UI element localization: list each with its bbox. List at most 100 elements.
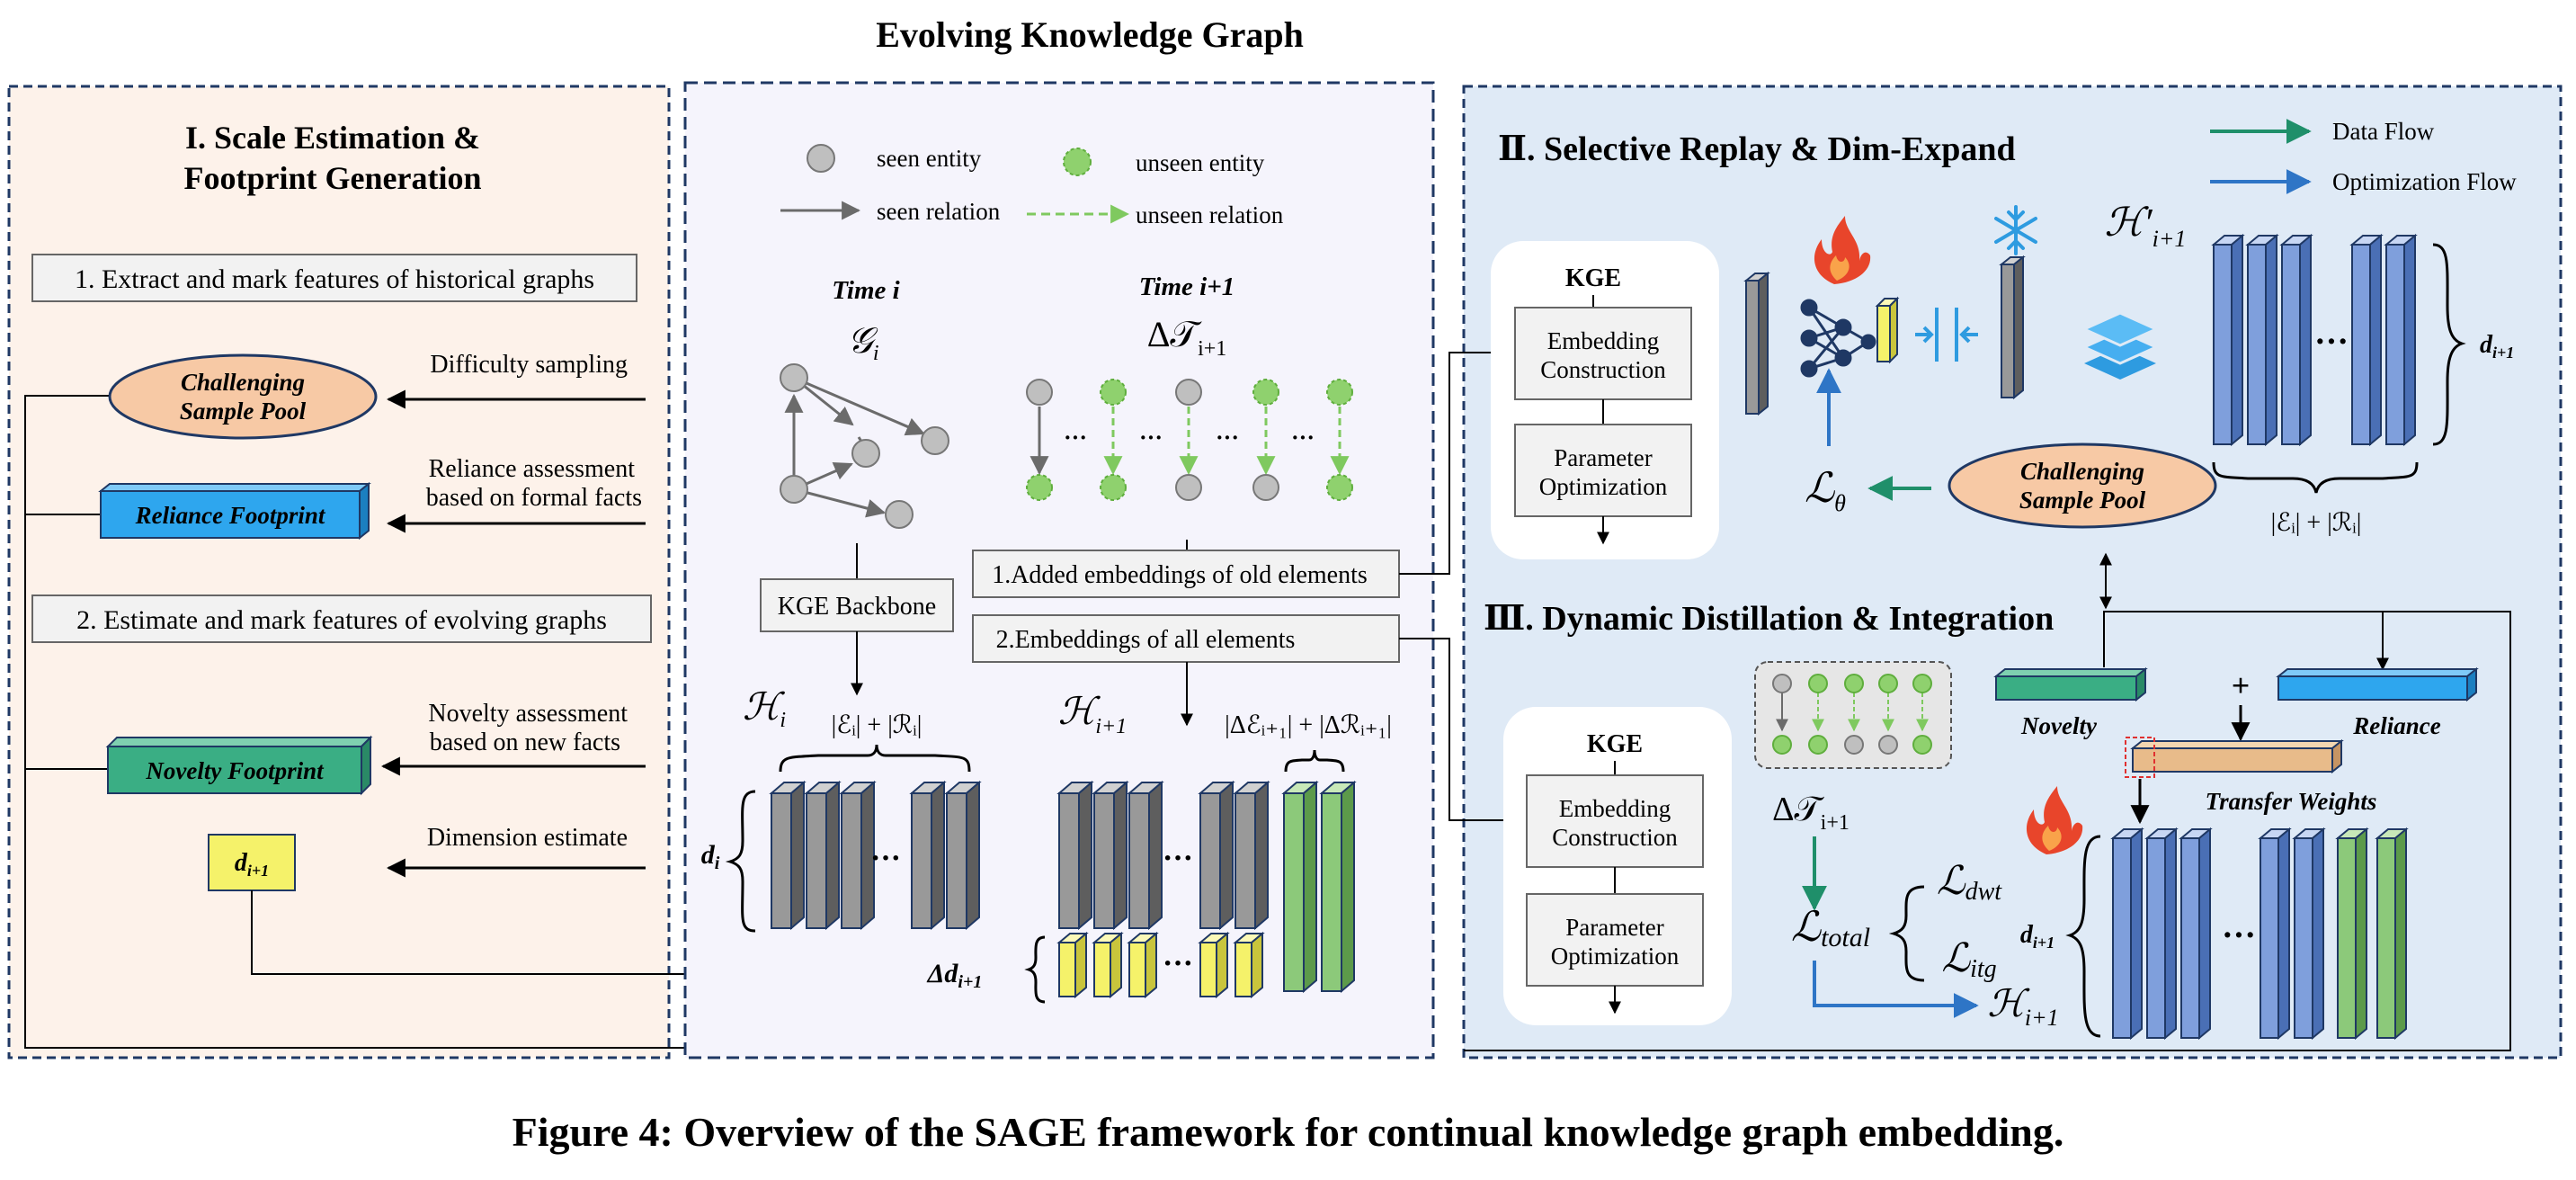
embedding-column-new (2335, 827, 2369, 1041)
svg-text:ℒtotal: ℒtotal (1791, 904, 1870, 952)
challenging-sample-pool-2 (1948, 442, 2217, 529)
matrix-dots: ··· (1163, 842, 1193, 875)
svg-text:ℋi+1: ℋi+1 (1058, 692, 1127, 738)
dimension-box (208, 834, 296, 891)
all-embeddings-label: 2.Embeddings of all elements (996, 626, 1296, 654)
embedding-column (1056, 780, 1094, 931)
legend-optimization-flow: Optimization Flow (2332, 168, 2517, 195)
parameter-optimization-box (1514, 424, 1692, 517)
legend-seen-entity: seen entity (877, 145, 982, 172)
embedding-column (2211, 233, 2245, 447)
reliance-footprint-label: Reliance Footprint (135, 502, 326, 529)
svg-text:di+1: di+1 (2020, 921, 2055, 952)
reliance-assessment-line2: based on formal facts (426, 484, 642, 512)
loss-itg-sub: itg (1970, 955, 1997, 983)
parameter-optimization2-line1: Parameter (1565, 914, 1663, 941)
embedding-column-new (2375, 827, 2409, 1041)
delta-d-sub: i+1 (958, 972, 982, 992)
embedding-column (2292, 827, 2326, 1041)
figure-caption: Figure 4: Overview of the SAGE framework… (512, 1109, 2064, 1155)
added-embeddings-label: 1.Added embeddings of old elements (992, 561, 1368, 589)
h-prime: ℋ′ (2105, 201, 2153, 245)
entity-node (1326, 474, 1353, 501)
size-delta-label: |Δℰᵢ₊₁| + |Δℛᵢ₊₁| (1225, 711, 1392, 739)
svg-text:ℒθ: ℒθ (1805, 465, 1846, 516)
entity-node (1100, 474, 1127, 501)
embedding-column-expand (1233, 931, 1265, 999)
delta-t-3-sub: i+1 (1821, 811, 1850, 835)
embedding-column (944, 780, 982, 931)
delta-t-3: Δ𝒯 (1772, 791, 1824, 828)
loss-theta: ℒ (1805, 465, 1835, 511)
legend-unseen-entity: unseen entity (1136, 149, 1265, 176)
loss-total-sub: total (1821, 923, 1870, 952)
entity-node (780, 475, 808, 504)
d-i-sub: i (715, 854, 720, 873)
pool2-line2: Sample Pool (2019, 487, 2146, 514)
h-i1: ℋ (1058, 692, 1101, 733)
embedding-column (1092, 780, 1129, 931)
entity-node (1175, 379, 1202, 406)
size-i-label: |ℰᵢ| + |ℛᵢ| (832, 711, 923, 739)
svg-text:di+1: di+1 (235, 849, 269, 880)
legend-seen-relation: seen relation (877, 198, 1001, 225)
embedding-construction2-line2: Construction (1552, 824, 1678, 851)
panel-replay-distill: Ⅱ. Selective Replay & Dim-Expand Ⅲ. Dyna… (1399, 85, 2563, 1059)
embedding-column (1127, 780, 1164, 931)
plus-sign: + (2232, 667, 2251, 703)
transfer-weights-bar (2125, 737, 2344, 778)
small-yellow-column (1875, 296, 1900, 364)
triple-dots: ··· (1139, 425, 1163, 451)
h-i1-sub: i+1 (1095, 715, 1127, 738)
all-embeddings-box (972, 614, 1400, 663)
svg-text:ℋi+1: ℋi+1 (1987, 984, 2058, 1031)
seen-entity-legend-icon (807, 144, 835, 173)
loss-dwt: ℒ (1937, 859, 1966, 903)
novelty-assessment-line1: Novelty assessment (428, 700, 628, 728)
delta-t: Δ𝒯 (1147, 314, 1203, 354)
legend-data-flow: Data Flow (2332, 118, 2435, 145)
h-out: ℋ (1987, 984, 2030, 1025)
selected-weight (2125, 737, 2155, 778)
flame-icon (1814, 216, 1871, 284)
parameter-optimization-line2: Optimization (1539, 473, 1668, 500)
time-i1-label: Time i+1 (1139, 273, 1235, 301)
neural-network-icon (1800, 299, 1876, 378)
challenging-sample-pool (108, 353, 378, 440)
embedding-column (2349, 233, 2384, 447)
triple-dots: ··· (1291, 425, 1315, 451)
diagram-title: Evolving Knowledge Graph (876, 14, 1304, 55)
embedding-construction2-line1: Embedding (1559, 795, 1671, 822)
parameter-optimization2-line2: Optimization (1551, 943, 1680, 970)
section2-title: Ⅱ. Selective Replay & Dim-Expand (1498, 130, 2016, 168)
embedding-column (2384, 233, 2418, 447)
svg-text:ℋi: ℋi (743, 687, 786, 732)
entity-node (885, 500, 914, 529)
parameter-optimization-line1: Parameter (1554, 444, 1652, 471)
embedding-matrix-expanded: ··· (2211, 233, 2418, 447)
embedding-column (1198, 780, 1235, 931)
embedding-construction-box-2 (1526, 774, 1704, 868)
matrix-dots: ··· (1163, 947, 1193, 980)
svg-text:Δdi+1: Δdi+1 (927, 959, 983, 992)
loss-total: ℒ (1791, 904, 1822, 950)
svg-text:di: di (701, 840, 720, 873)
delta-t-sub: i+1 (1198, 337, 1226, 361)
delta-d: Δd (927, 959, 959, 988)
h-i-sub: i (780, 709, 786, 732)
legend-unseen-relation: unseen relation (1136, 201, 1284, 228)
frozen-column (1999, 255, 2026, 400)
kge-backbone-box (760, 578, 954, 632)
d-bottom-sub: i+1 (2033, 934, 2055, 952)
step1-box (31, 254, 637, 302)
embedding-column-expand (1092, 931, 1124, 999)
embedding-matrix-hi1: ··· ··· (1056, 780, 1357, 999)
loss-dwt-sub: dwt (1965, 878, 2003, 906)
d-bottom: d (2020, 921, 2034, 949)
matrix-dots: ··· (2222, 916, 2256, 954)
reliance-label: Reliance (2352, 712, 2440, 739)
svg-text:ℒitg: ℒitg (1941, 936, 1996, 983)
embedding-column (2179, 827, 2213, 1041)
h-out-sub: i+1 (2025, 1005, 2059, 1031)
loss-itg: ℒ (1941, 936, 1971, 980)
